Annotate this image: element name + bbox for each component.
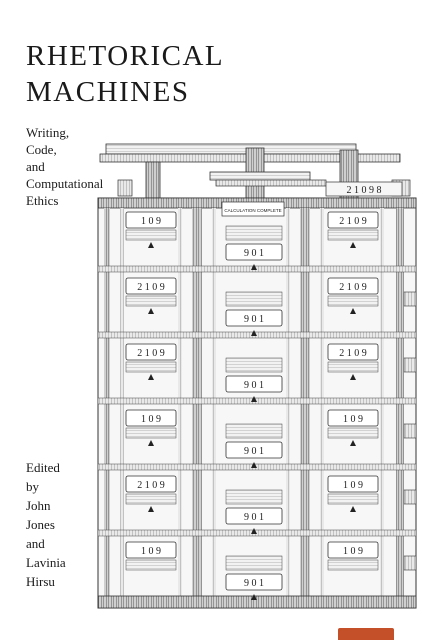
svg-text:9 0 1: 9 0 1 (244, 248, 264, 259)
pointer-arrows (148, 242, 356, 600)
svg-text:2 1 0 9: 2 1 0 9 (339, 348, 367, 359)
editors-line-2: by (26, 479, 39, 494)
svg-text:9 0 1: 9 0 1 (244, 446, 264, 457)
svg-text:9 0 1: 9 0 1 (244, 380, 264, 391)
difference-engine-engraving: 2 1 0 9 8 (97, 143, 417, 609)
editors-line-4: Jones (26, 517, 55, 532)
book-editors: Edited by John Jones and Lavinia Hirsu (26, 458, 66, 591)
calculation-complete-text: CALCULATION COMPLETE (224, 208, 281, 213)
subtitle-line-2: Code, (26, 142, 57, 157)
svg-text:2 1 0 9: 2 1 0 9 (339, 282, 367, 293)
editors-line-6: Lavinia (26, 555, 66, 570)
subtitle-line-4: Computational (26, 176, 104, 191)
wheel-2-3: 9 0 1 (225, 357, 283, 393)
book-subtitle: Writing, Code, and Computational Ethics (26, 124, 103, 209)
svg-text:1 0 9: 1 0 9 (141, 216, 161, 227)
wheel-1-5: 2 1 0 9 (125, 475, 177, 505)
wheel-3-6: 1 0 9 (327, 541, 379, 571)
wheel-1-3: 2 1 0 9 (125, 343, 177, 373)
calculation-label: CALCULATION COMPLETE (221, 201, 285, 217)
wheel-3-3: 2 1 0 9 (327, 343, 379, 373)
top-gear-train: 2 1 0 9 8 (99, 143, 411, 199)
wheel-3-5: 1 0 9 (327, 475, 379, 505)
svg-text:9 0 1: 9 0 1 (244, 512, 264, 523)
wheel-3-2: 2 1 0 9 (327, 277, 379, 307)
svg-text:9 0 1: 9 0 1 (244, 578, 264, 589)
wheel-2-1: 9 0 1 (225, 225, 283, 261)
wheel-1-2: 2 1 0 9 (125, 277, 177, 307)
wheel-2-4: 9 0 1 (225, 423, 283, 459)
editors-line-3: John (26, 498, 51, 513)
svg-text:1 0 9: 1 0 9 (141, 414, 161, 425)
svg-text:1 0 9: 1 0 9 (343, 414, 363, 425)
wheel-2-6: 9 0 1 (225, 555, 283, 591)
subtitle-line-3: and (26, 159, 45, 174)
wheel-2-2: 9 0 1 (225, 291, 283, 327)
svg-text:1 0 9: 1 0 9 (343, 546, 363, 557)
wheel-1-1: 1 0 9 (125, 211, 177, 241)
svg-text:9 0 1: 9 0 1 (244, 314, 264, 325)
svg-text:2 1 0 9: 2 1 0 9 (137, 480, 165, 491)
title-line-2: MACHINES (26, 76, 190, 108)
wheel-2-5: 9 0 1 (225, 489, 283, 525)
svg-text:2 1 0 9: 2 1 0 9 (137, 282, 165, 293)
wheel-1-6: 1 0 9 (125, 541, 177, 571)
editors-line-1: Edited (26, 460, 60, 475)
wheel-3-1: 2 1 0 9 (327, 211, 379, 241)
svg-text:2 1 0 9: 2 1 0 9 (137, 348, 165, 359)
wheel-1-4: 1 0 9 (125, 409, 177, 439)
subtitle-line-5: Ethics (26, 193, 59, 208)
top-counter-digits: 2 1 0 9 8 (347, 185, 382, 196)
wheel-column-1: 1 0 9 2 1 0 9 2 1 0 9 1 0 9 2 1 0 9 (125, 211, 177, 571)
svg-text:1 0 9: 1 0 9 (141, 546, 161, 557)
svg-text:2 1 0 9: 2 1 0 9 (339, 216, 367, 227)
title-line-1: RHETORICAL (26, 40, 225, 72)
editors-line-7: Hirsu (26, 574, 55, 589)
wheel-column-2: 9 0 1 9 0 1 9 0 1 9 0 1 9 0 1 (225, 225, 283, 591)
svg-text:1 0 9: 1 0 9 (343, 480, 363, 491)
subtitle-line-1: Writing, (26, 125, 70, 140)
editors-line-5: and (26, 536, 45, 551)
wheel-3-4: 1 0 9 (327, 409, 379, 439)
publisher-mark (338, 628, 394, 640)
book-title: RHETORICAL MACHINES (26, 38, 224, 110)
wheel-column-3: 2 1 0 9 2 1 0 9 2 1 0 9 1 0 9 1 0 9 (327, 211, 379, 571)
